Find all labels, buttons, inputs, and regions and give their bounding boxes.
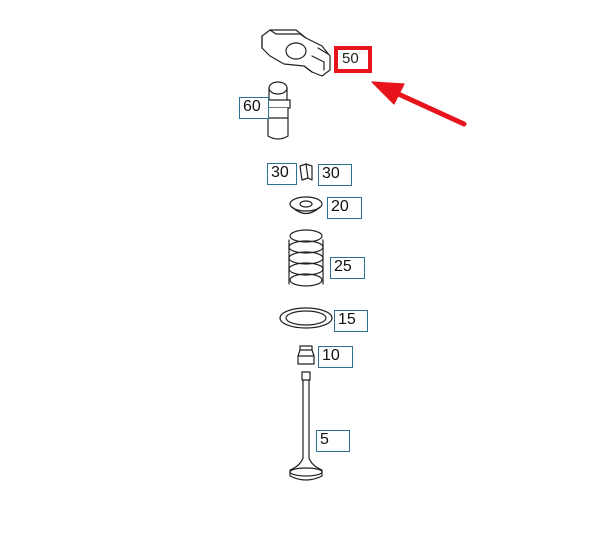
part-label-10[interactable]: 10 [318, 346, 353, 368]
spring-seat-drawing [279, 307, 333, 329]
part-label-60[interactable]: 60 [239, 97, 269, 119]
part-label-5[interactable]: 5 [316, 430, 350, 452]
highlight-arrow [371, 81, 467, 127]
valve-drawing [289, 371, 323, 481]
part-label-50-highlighted[interactable]: 50 [334, 46, 372, 73]
part-label-30-right[interactable]: 30 [318, 164, 352, 186]
valve-spring-drawing [288, 229, 324, 287]
part-label-25[interactable]: 25 [330, 257, 365, 279]
part-number: 30 [322, 165, 340, 182]
valve-seal-drawing [297, 345, 315, 365]
part-label-30-left[interactable]: 30 [267, 163, 297, 185]
part-number: 20 [331, 198, 349, 215]
spring-retainer-drawing [289, 196, 323, 215]
part-number: 60 [243, 98, 261, 115]
part-label-20[interactable]: 20 [327, 197, 362, 219]
part-number: 15 [338, 311, 356, 328]
part-number: 10 [322, 347, 340, 364]
lifter-drawing [265, 81, 291, 140]
part-label-15[interactable]: 15 [334, 310, 368, 332]
part-number: 25 [334, 258, 352, 275]
keepers-drawing [299, 163, 313, 181]
part-number: 30 [271, 164, 289, 181]
part-number: 50 [342, 50, 359, 67]
rocker-arm-drawing [261, 29, 331, 77]
part-number: 5 [320, 431, 329, 448]
